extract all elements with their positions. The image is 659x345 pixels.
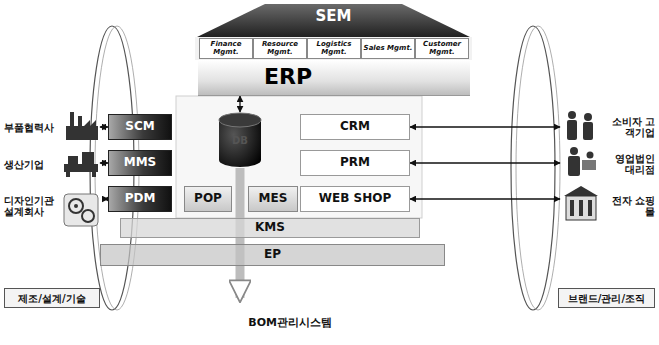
system-box: MMS [108, 150, 172, 176]
house-body [176, 96, 422, 218]
node-label: 부품협력사 [4, 122, 54, 133]
link-arrow [410, 198, 560, 199]
design-icon [64, 194, 98, 226]
node-label: KMS [255, 221, 285, 234]
node-label: Logistics Mgmt. [309, 41, 359, 56]
partner-label: 디자인기관 설계회사 [2, 184, 104, 228]
factory-icon [66, 112, 98, 140]
link-arrow [410, 126, 560, 127]
module-box: Finance Mgmt. [199, 38, 253, 59]
partner-label: 부품협력사 [2, 107, 100, 147]
link-arrow [100, 162, 108, 163]
partner-label: 생산기업 [2, 145, 100, 183]
roof-polygon [195, 4, 472, 38]
system-box: POP [184, 186, 232, 212]
sem-roof: Finance Mgmt. Resource Mgmt. Logistics Mgm… [195, 4, 472, 60]
group-tag: 제조/설계/기술 [4, 288, 100, 308]
roof-title: SEM [316, 8, 352, 25]
node-label: MES [259, 192, 288, 205]
consumer-icon [567, 111, 593, 140]
node-label: PRM [340, 156, 370, 169]
database-cylinder: DB [218, 112, 262, 168]
link-arrow [410, 162, 560, 163]
node-label: 디자인기관 설계회사 [4, 195, 60, 217]
node-label: 영업법인 대리점 [611, 153, 655, 175]
partner-label: 영업법인 대리점 [560, 145, 657, 183]
module-box: Sales Mgmt. [361, 38, 415, 59]
node-label: EP [264, 248, 281, 261]
kms-band: KMS [120, 218, 420, 238]
node-label: DB [232, 135, 248, 146]
system-box: SCM [108, 114, 172, 140]
cylinder-top [219, 113, 261, 127]
system-box: PRM [300, 150, 410, 176]
module-box: Resource Mgmt. [253, 38, 307, 59]
node-label: Sales Mgmt. [364, 45, 413, 53]
node-label: ERP [264, 65, 312, 89]
erp-band: ERP [198, 60, 470, 96]
node-label: 브랜드/관리/조직 [568, 293, 645, 304]
node-label: 제조/설계/기술 [18, 293, 85, 304]
right-ring-inner [516, 26, 560, 310]
agency-icon [568, 147, 596, 176]
node-label: 전자 쇼핑몰 [611, 195, 655, 217]
node-label: Customer Mgmt. [417, 41, 467, 56]
mall-icon [564, 186, 598, 220]
node-label: 소비자 고객기업 [611, 116, 655, 138]
node-label: SCM [125, 120, 154, 133]
system-box: WEB SHOP [300, 186, 410, 212]
ep-band: EP [100, 244, 445, 266]
node-label: POP [194, 192, 222, 205]
node-label: MMS [124, 156, 157, 169]
group-tag: 브랜드/관리/조직 [558, 288, 655, 308]
node-label: BOM관리시스템 [248, 317, 332, 329]
node-label: Finance Mgmt. [201, 41, 251, 56]
node-label: PDM [125, 192, 156, 205]
partner-label: 소비자 고객기업 [560, 107, 657, 147]
bom-label: BOM관리시스템 [196, 312, 336, 334]
cylinder-body [219, 113, 261, 167]
module-box: Logistics Mgmt. [307, 38, 361, 59]
machine-icon [64, 152, 98, 177]
link-arrow [100, 126, 108, 127]
node-label: 생산기업 [4, 159, 44, 170]
system-box: MES [248, 186, 298, 212]
module-box: Customer Mgmt. [415, 38, 469, 59]
link-arrow [239, 96, 240, 112]
node-label: CRM [340, 120, 370, 133]
system-box: PDM [108, 186, 172, 212]
node-label: Resource Mgmt. [255, 41, 305, 56]
node-label: WEB SHOP [319, 192, 391, 205]
right-ring [511, 26, 555, 310]
roof-strip [195, 37, 472, 60]
system-box: CRM [300, 114, 410, 140]
partner-label: 전자 쇼핑몰 [560, 184, 657, 228]
